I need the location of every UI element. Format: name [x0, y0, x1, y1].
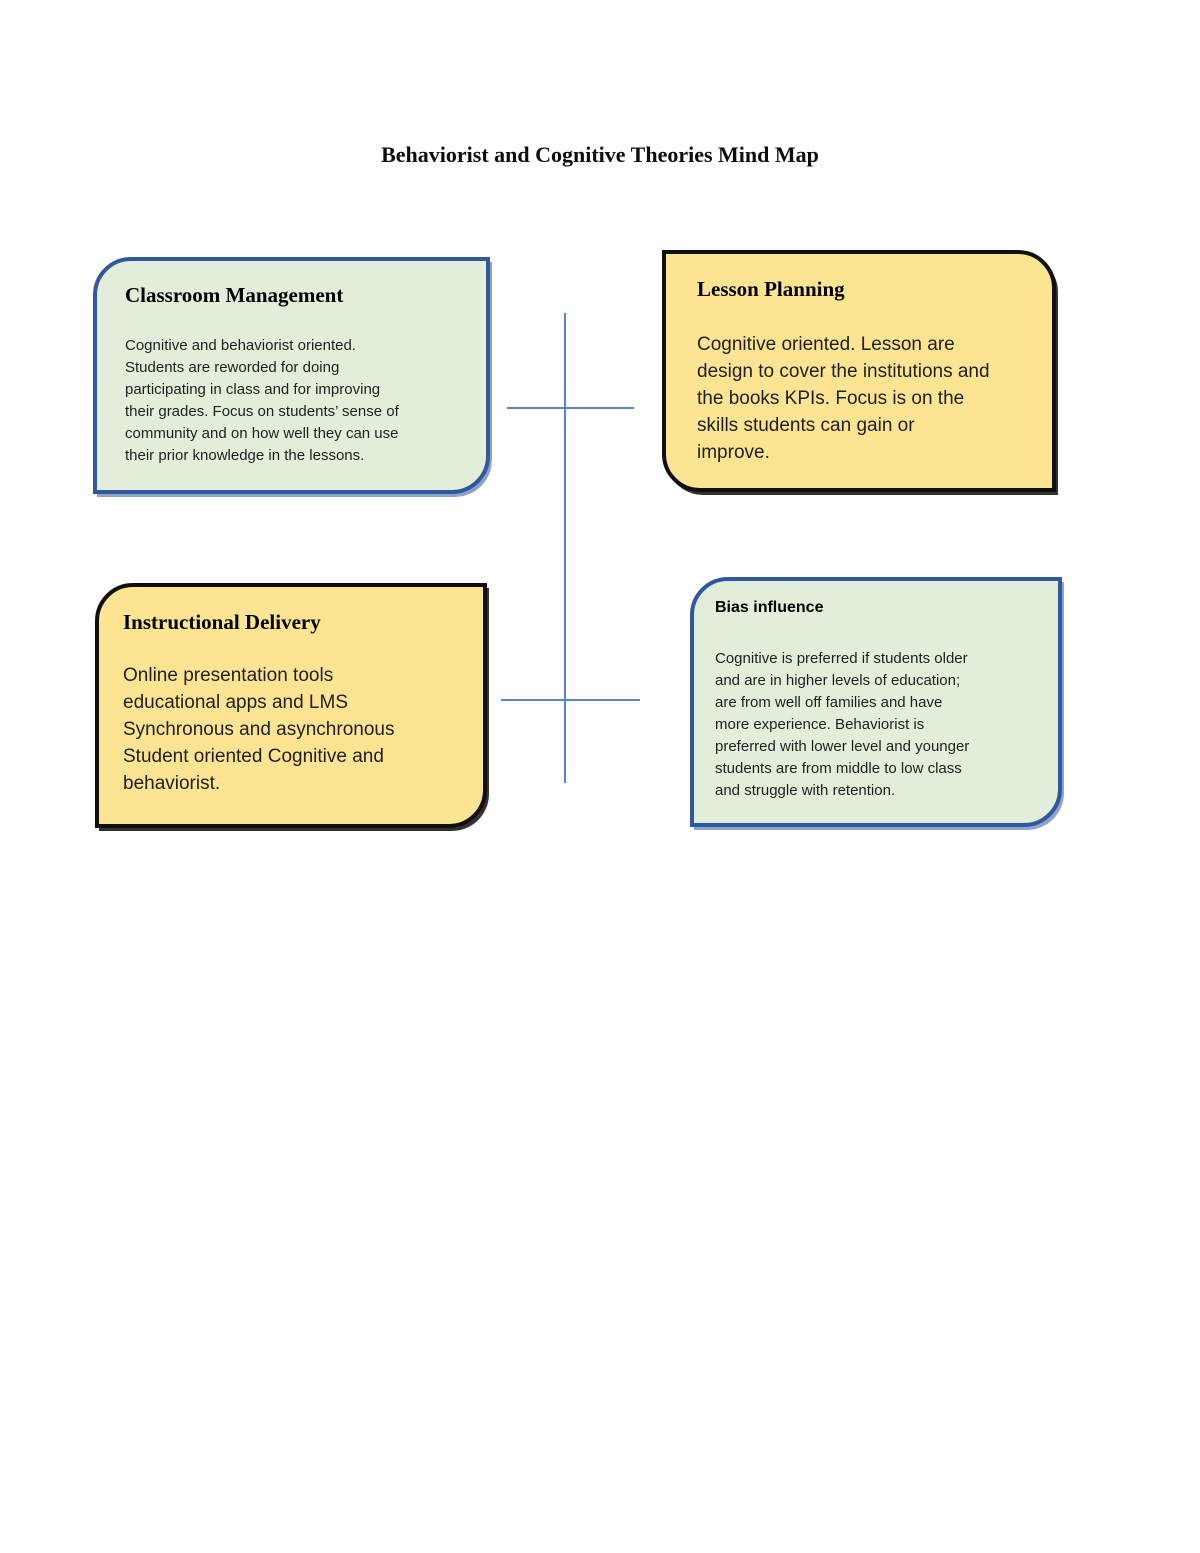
connector-horizontal-top-line: [507, 407, 634, 409]
connector-horizontal-bottom-line: [501, 699, 640, 701]
node-body-classroom-management: Cognitive and behaviorist oriented. Stud…: [125, 337, 399, 464]
node-title-instructional-delivery: Instructional Delivery: [123, 610, 321, 634]
node-classroom-management: Classroom Management Cognitive and behav…: [93, 257, 490, 494]
connector-vertical-line: [564, 313, 566, 783]
node-body-bias-influence: Cognitive is preferred if students older…: [715, 650, 970, 799]
node-title-bias-influence: Bias influence: [715, 599, 824, 616]
node-title-lesson-planning: Lesson Planning: [697, 277, 845, 301]
node-body-lesson-planning: Cognitive oriented. Lesson are design to…: [697, 334, 990, 463]
node-bias-influence: Bias influence Cognitive is preferred if…: [690, 577, 1062, 827]
node-instructional-delivery: Instructional Delivery Online presentati…: [95, 583, 487, 828]
page-title: Behaviorist and Cognitive Theories Mind …: [381, 142, 819, 167]
node-lesson-planning: Lesson Planning Cognitive oriented. Less…: [662, 250, 1056, 492]
node-body-instructional-delivery: Online presentation tools educational ap…: [123, 665, 395, 794]
node-title-classroom-management: Classroom Management: [125, 283, 344, 307]
